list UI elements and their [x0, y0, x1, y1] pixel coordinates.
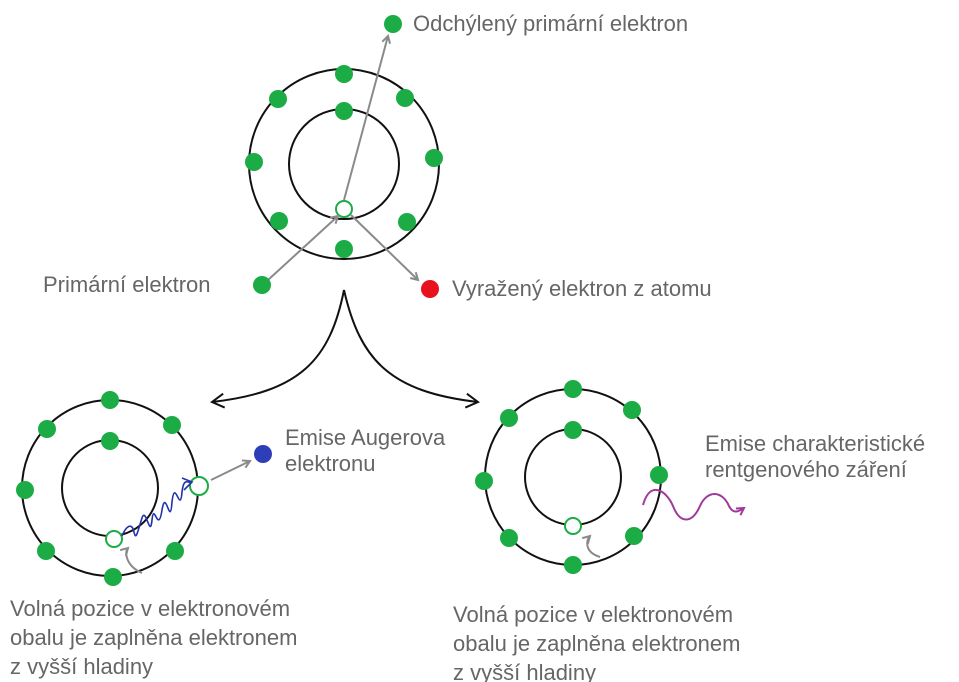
- label-deflected-primary: Odchýlený primární elektron: [413, 11, 688, 36]
- electron: [650, 466, 668, 484]
- electron: [335, 240, 353, 258]
- electron: [163, 416, 181, 434]
- electron: [335, 65, 353, 83]
- electron: [425, 149, 443, 167]
- label-vacancy-right-line2: obalu je zaplněna elektronem: [453, 631, 740, 656]
- auger-energy-wave: [121, 480, 193, 537]
- vacancy-outer-auger: [189, 476, 209, 496]
- electron: [500, 529, 518, 547]
- label-vacancy-left-line1: Volná pozice v elektronovém: [10, 596, 290, 621]
- primary-electron: [253, 276, 271, 294]
- label-auger-line1: Emise Augerova: [285, 425, 446, 450]
- xray-atom-electrons: [475, 380, 668, 574]
- electron: [564, 380, 582, 398]
- label-auger-line2: elektronu: [285, 451, 376, 476]
- electron: [245, 153, 263, 171]
- electron: [623, 401, 641, 419]
- primary-electron-arrow: [267, 216, 338, 281]
- electron: [398, 213, 416, 231]
- label-vacancy-left-line3: z vyšší hladiny: [10, 654, 153, 679]
- electron: [564, 421, 582, 439]
- vacancy-top: [335, 200, 353, 218]
- vacancy-inner-auger: [105, 530, 123, 548]
- label-vacancy-left-line2: obalu je zaplněna elektronem: [10, 625, 297, 650]
- electron: [269, 90, 287, 108]
- electron: [270, 212, 288, 230]
- electron: [500, 409, 518, 427]
- label-primary-electron: Primární elektron: [43, 272, 211, 297]
- xray-fill-arrow: [587, 536, 601, 558]
- auger-atom: [16, 391, 209, 586]
- electron: [37, 542, 55, 560]
- electron: [101, 391, 119, 409]
- electron: [101, 432, 119, 450]
- electron: [564, 556, 582, 574]
- top-atom: [245, 65, 443, 260]
- inner-orbit: [524, 428, 622, 526]
- auger-fill-arrow: [126, 548, 143, 574]
- electron: [335, 102, 353, 120]
- inner-orbit: [61, 439, 159, 537]
- label-vacancy-right-line1: Volná pozice v elektronovém: [453, 602, 733, 627]
- branch-arrow-right: [343, 289, 480, 409]
- ejected-electron-arrow: [350, 214, 418, 280]
- electron: [625, 527, 643, 545]
- electron: [38, 420, 56, 438]
- label-vacancy-right-line3: z vyšší hladiny: [453, 660, 596, 682]
- auger-wave-arrowhead: [181, 477, 194, 491]
- electron: [396, 89, 414, 107]
- electron: [166, 542, 184, 560]
- auger-emission-arrow: [210, 461, 250, 481]
- electron: [16, 481, 34, 499]
- ejected-electron: [421, 280, 439, 298]
- electron: [475, 472, 493, 490]
- branch-arrow-left: [210, 289, 345, 409]
- auger-atom-electrons: [16, 391, 184, 586]
- vacancy-inner-xray: [564, 517, 582, 535]
- xray-atom: [475, 380, 668, 574]
- label-xray-line1: Emise charakteristické: [705, 431, 925, 456]
- deflected-primary-electron: [384, 15, 402, 33]
- auger-electron: [254, 445, 272, 463]
- xray-photon-wave: [642, 489, 744, 521]
- label-xray-line2: rentgenového záření: [705, 457, 907, 482]
- electron: [104, 568, 122, 586]
- top-atom-electrons: [245, 65, 443, 258]
- deflected-electron-arrow: [343, 36, 388, 201]
- label-ejected-electron: Vyražený elektron z atomu: [452, 276, 712, 301]
